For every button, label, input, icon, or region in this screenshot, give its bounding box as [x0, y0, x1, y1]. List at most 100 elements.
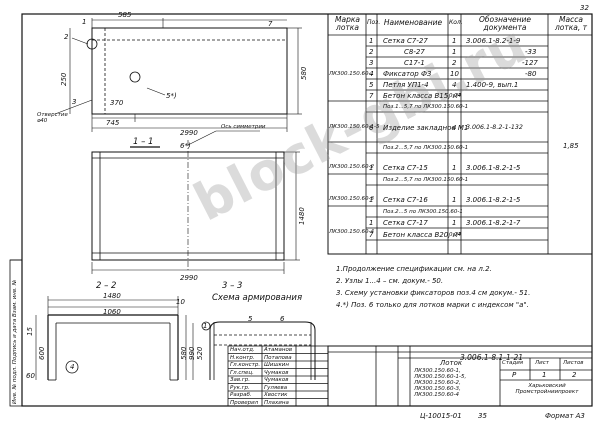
row-qty: 1 [452, 37, 457, 45]
callout-1: 1 [82, 18, 87, 26]
note-2: 2. Узлы 1...4 – см. докум.- 50. [336, 277, 444, 285]
person: Потапова [264, 355, 292, 361]
role: Проверил [230, 400, 259, 406]
note-4: 4.*) Поз. 6 только для лотков марки с ин… [336, 301, 529, 309]
row-doc: -127 [522, 59, 538, 67]
row-doc: -33 [525, 48, 537, 56]
person: Гуляева [264, 385, 288, 391]
section-3-3-label: 3 – 3 [222, 281, 243, 291]
row-pos: 2 [369, 48, 374, 56]
dim-1060: 1060 [103, 308, 121, 316]
row-doc: 1.400-9, вып.1 [466, 81, 519, 89]
row-name: С17-1 [404, 59, 425, 67]
dim-250: 250 [60, 72, 68, 86]
row-name: Изделие закладное М1 [383, 124, 469, 132]
sheets-value: 2 [572, 371, 577, 379]
dim-580: 580 [300, 66, 308, 80]
role: Н.контр. [230, 355, 255, 361]
header-mass: Масса лотка, т [554, 15, 587, 32]
row-name: Сетка С7-16 [383, 196, 428, 204]
scheme-label: Схема армирования [212, 293, 303, 303]
dim-15: 15 [26, 327, 34, 336]
person: Хвостик [264, 392, 288, 398]
row-qty: 1 [452, 164, 457, 172]
row-doc: 3.006.1-8.2-1-5 [466, 164, 521, 172]
title-designation: 3.006.1-8.1-1-21 [460, 353, 523, 362]
row-doc: 3.006.1-8.2-1-5 [466, 196, 521, 204]
row-name: Фиксатор Ф3 [383, 70, 432, 78]
dim-600: 600 [38, 346, 46, 360]
header-mark: Марка лотка [335, 15, 360, 32]
row-pos: 1 [369, 37, 374, 45]
dim-370: 370 [110, 99, 124, 107]
dim-580-s: 580 [180, 346, 188, 360]
role: Разраб. [230, 392, 252, 398]
footer-page: 35 [478, 412, 487, 420]
person: Чумаков [264, 377, 289, 383]
row-qty: 4 [452, 81, 457, 89]
dim-2990-elev: 2990 [180, 274, 198, 282]
row-name: Сетка С7-27 [383, 37, 428, 45]
callout-4: 4 [70, 363, 75, 371]
footer-format: Формат А3 [545, 412, 585, 420]
mark-5: ЛК300.150.60-4 [329, 229, 375, 235]
row-pos: 5 [369, 81, 374, 89]
note-3: 3. Схему установки фиксаторов поз.4 см д… [336, 289, 531, 297]
mark-1: ЛК300.150.60-1 [329, 71, 375, 77]
row-qty: 1 [452, 48, 457, 56]
row-qty: 2 [452, 59, 457, 67]
row-qty: 1 [452, 196, 457, 204]
role: Рук.гр. [230, 385, 250, 391]
dim-1480-elev: 1480 [298, 207, 306, 225]
row-pos: 7 [369, 92, 374, 100]
row-name: Поз.2...5,7 по ЛК300.150.60-1 [383, 145, 469, 151]
dim-1480: 1480 [103, 292, 121, 300]
dim-745: 745 [106, 119, 120, 127]
row-qty: 10 [450, 70, 459, 78]
opening-label: Отверстие ⌀40 [37, 112, 68, 124]
row-qty: 4 [452, 124, 457, 132]
mass-value: 1,85 [563, 142, 579, 150]
section-2-2-label: 2 – 2 [96, 281, 117, 291]
person: Шишкин [264, 362, 289, 368]
row-pos: 1 [369, 219, 374, 227]
row-doc: 3.006.1-8.2-1-7 [466, 219, 521, 227]
callout-6star: 6*) [180, 142, 191, 150]
dim-990: 990 [188, 346, 196, 360]
axis-label: Ось симметрии [221, 124, 266, 130]
mark-3: ЛК300.150.60-2 [329, 164, 375, 170]
sheets-label: Листов [563, 360, 584, 366]
person: Чумаков [264, 370, 289, 376]
row-name: Сетка С7-15 [383, 164, 428, 172]
dim-60: 60 [26, 372, 35, 380]
callout-7: 7 [268, 20, 273, 28]
callout-1b: 1 [203, 322, 208, 330]
row-qty: 0,74 [449, 232, 462, 238]
role: Зав.гр. [230, 377, 251, 383]
row-doc: 3.006.1-8.2-1-9 [466, 37, 521, 45]
sheet-label: Лист [535, 360, 549, 366]
page-number: 32 [580, 4, 589, 12]
row-pos: 7 [369, 231, 374, 239]
row-name: Поз.2...5,7 по ЛК300.150.60-1 [383, 177, 469, 183]
callout-5: 5 [248, 315, 253, 323]
callout-6: 6 [280, 315, 285, 323]
role: Нач.отд. [230, 347, 255, 353]
header-pos: Поз. [367, 19, 381, 26]
dim-520: 520 [196, 346, 204, 360]
row-doc: 3.006.1-8.2-1-132 [466, 124, 523, 131]
row-qty: 0,74 [449, 93, 462, 99]
row-name: Бетон класса В15, м³ [383, 92, 461, 100]
stage-label: Стадия [502, 360, 524, 366]
callout-2: 2 [64, 33, 69, 41]
row-pos: 1 [369, 196, 374, 204]
row-name: Бетон класса В20, м³ [383, 231, 461, 239]
row-name: Сетка С7-17 [383, 219, 428, 227]
person: Атаманов [264, 347, 293, 353]
note-1: 1.Продолжение спецификации см. на л.2. [336, 265, 492, 273]
mark-4: ЛК300.150.60-3 [329, 196, 375, 202]
row-name: Поз.2...5 по ЛК300.150.60-1 [383, 209, 463, 215]
header-designation: Обозначение документа [478, 15, 532, 32]
